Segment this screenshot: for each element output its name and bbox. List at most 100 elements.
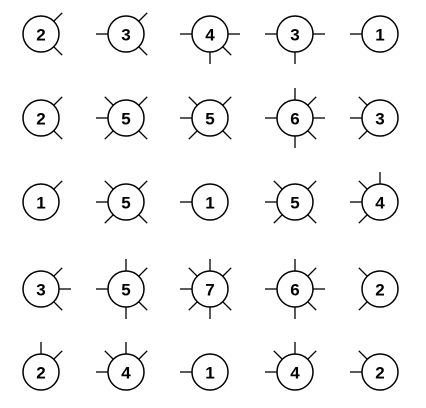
node-circle[interactable]: [276, 183, 314, 221]
pipe-northwest: [104, 96, 114, 106]
pipe-northwest: [188, 96, 198, 106]
pipe-northeast: [222, 96, 232, 106]
puzzle-cell[interactable]: 2: [22, 342, 63, 391]
puzzle-cell[interactable]: 4: [265, 342, 317, 391]
pipe-northeast: [307, 180, 317, 190]
node-circle[interactable]: [107, 99, 145, 137]
puzzle-cell[interactable]: 2: [350, 350, 399, 391]
pipe-northeast: [222, 267, 232, 277]
pipe-southwest: [273, 214, 283, 224]
pipe-northeast: [307, 350, 317, 360]
puzzle-cell[interactable]: 2: [22, 96, 63, 140]
node-circle[interactable]: [361, 353, 399, 391]
node-circle[interactable]: [276, 99, 314, 137]
node-circle[interactable]: [361, 15, 399, 53]
node-circle[interactable]: [276, 353, 314, 391]
node-circle[interactable]: [107, 270, 145, 308]
node-circle[interactable]: [191, 270, 229, 308]
node-number: 2: [36, 364, 45, 383]
puzzle-cell[interactable]: 5: [180, 96, 232, 140]
node-circle[interactable]: [22, 99, 60, 137]
puzzle-cell[interactable]: 6: [265, 88, 325, 148]
puzzle-cell[interactable]: 1: [180, 353, 229, 391]
node-number: 4: [290, 364, 300, 383]
pipe-southeast: [138, 130, 148, 140]
puzzle-cell[interactable]: 5: [96, 259, 148, 319]
node-circle[interactable]: [276, 15, 314, 53]
pipe-southeast: [222, 130, 232, 140]
puzzle-cell[interactable]: 1: [180, 183, 229, 221]
node-number: 1: [375, 26, 384, 45]
pipe-southeast: [307, 130, 317, 140]
node-circle[interactable]: [107, 353, 145, 391]
node-circle[interactable]: [107, 183, 145, 221]
puzzle-cell[interactable]: 3: [96, 12, 148, 56]
puzzle-cell[interactable]: 3: [350, 96, 399, 140]
puzzle-cell[interactable]: 2: [358, 267, 399, 311]
puzzle-cell[interactable]: 2: [22, 12, 63, 56]
pipe-northeast: [53, 267, 63, 277]
node-circle[interactable]: [22, 183, 60, 221]
pipe-southeast: [138, 301, 148, 311]
node-number: 3: [290, 26, 299, 45]
node-circle[interactable]: [361, 99, 399, 137]
pipe-northeast: [307, 267, 317, 277]
node-circle[interactable]: [361, 270, 399, 308]
puzzle-cell[interactable]: 4: [180, 15, 240, 64]
pipe-northwest: [358, 350, 368, 360]
pipe-southwest: [358, 214, 368, 224]
node-number: 3: [36, 281, 45, 300]
pipe-northeast: [138, 180, 148, 190]
pipe-southeast: [53, 301, 63, 311]
node-number: 1: [36, 194, 45, 213]
puzzle-cell[interactable]: 5: [265, 180, 317, 224]
node-circle[interactable]: [276, 270, 314, 308]
node-circle[interactable]: [22, 353, 60, 391]
pipe-northeast: [138, 12, 148, 22]
node-number: 2: [36, 26, 45, 45]
pipe-northwest: [104, 350, 114, 360]
pipe-southwest: [188, 301, 198, 311]
node-number: 6: [290, 281, 299, 300]
puzzle-cell[interactable]: 4: [96, 342, 148, 391]
puzzle-cell[interactable]: 3: [265, 15, 325, 64]
pipe-northeast: [53, 180, 63, 190]
puzzle-cell[interactable]: 5: [96, 180, 148, 224]
pipe-southwest: [358, 301, 368, 311]
pipe-northwest: [273, 180, 283, 190]
node-circle[interactable]: [191, 183, 229, 221]
pipe-northeast: [138, 267, 148, 277]
node-circle[interactable]: [361, 183, 399, 221]
pipe-northeast: [138, 350, 148, 360]
node-number: 2: [375, 364, 384, 383]
pipe-northwest: [358, 267, 368, 277]
pipe-southeast: [138, 214, 148, 224]
pipe-northwest: [273, 350, 283, 360]
node-number: 5: [290, 194, 299, 213]
node-number: 5: [121, 281, 130, 300]
pipe-southeast: [138, 46, 148, 56]
puzzle-cell[interactable]: 3: [22, 267, 71, 311]
pipe-northwest: [358, 96, 368, 106]
node-number: 4: [375, 194, 385, 213]
pipe-southeast: [307, 301, 317, 311]
node-circle[interactable]: [191, 99, 229, 137]
node-number: 4: [205, 26, 215, 45]
puzzle-cell[interactable]: 6: [265, 259, 325, 319]
node-circle[interactable]: [22, 15, 60, 53]
puzzle-cell[interactable]: 5: [96, 96, 148, 140]
node-circle[interactable]: [191, 15, 229, 53]
puzzle-cell[interactable]: 1: [22, 180, 63, 221]
puzzle-cell[interactable]: 7: [180, 259, 232, 319]
puzzle-cell[interactable]: 4: [350, 172, 399, 224]
pipe-northwest: [188, 267, 198, 277]
node-number: 5: [121, 110, 130, 129]
node-circle[interactable]: [22, 270, 60, 308]
node-circle[interactable]: [107, 15, 145, 53]
pipe-southeast: [53, 46, 63, 56]
pipe-southeast: [222, 46, 232, 56]
node-number: 3: [375, 110, 384, 129]
puzzle-cell[interactable]: 1: [350, 15, 399, 53]
node-circle[interactable]: [191, 353, 229, 391]
node-number: 4: [121, 364, 131, 383]
